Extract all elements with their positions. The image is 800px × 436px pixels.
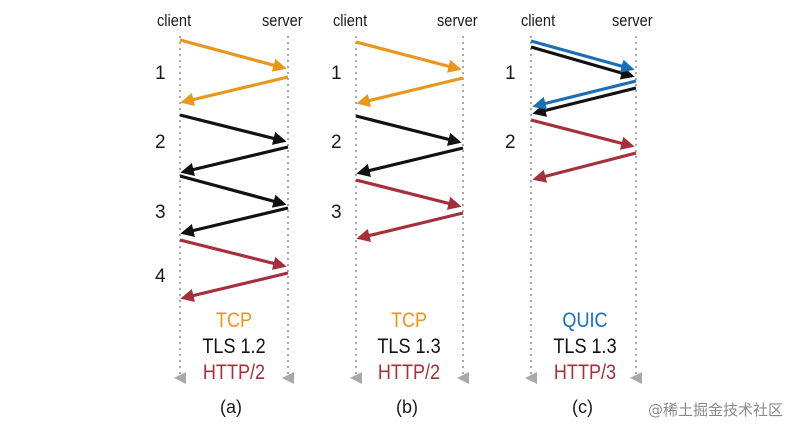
watermark: @稀土掘金技术社区 (648, 401, 784, 419)
tls-arrow (530, 45, 635, 80)
quic-arrow (532, 79, 637, 110)
client-label: client (521, 11, 556, 30)
client-label: client (333, 11, 368, 30)
tls-arrow (180, 206, 289, 238)
tls-arrow (355, 114, 462, 146)
http-arrow (179, 238, 287, 270)
step-number: 1 (331, 63, 342, 84)
quic-arrow (530, 39, 635, 73)
tls-arrow (179, 113, 287, 145)
tls-arrow (532, 86, 637, 117)
tls-version-label: TLS 1.3 (377, 335, 441, 358)
http-arrow (532, 151, 637, 183)
transport-label: TCP (390, 309, 428, 332)
tls-arrow (179, 174, 287, 208)
step-number: 2 (331, 132, 342, 153)
panel-caption: (c) (572, 397, 593, 417)
step-number: 3 (155, 202, 166, 223)
tcp-arrow (179, 38, 287, 72)
server-label: server (612, 11, 653, 30)
step-number: 4 (155, 266, 166, 287)
tls-version-label: TLS 1.2 (202, 335, 266, 358)
tcp-arrow (180, 75, 289, 107)
http-version-label: HTTP/2 (202, 361, 266, 384)
step-number: 1 (155, 63, 166, 84)
arrows-panel-a (179, 38, 289, 303)
http-version-label: HTTP/2 (377, 361, 441, 384)
step-number: 3 (331, 202, 342, 223)
tcp-arrow (356, 76, 464, 108)
tcp-arrow (355, 40, 462, 73)
server-label: server (437, 11, 478, 30)
arrows-panel-b (355, 40, 464, 243)
transport-label: QUIC (562, 309, 608, 332)
http-arrow (356, 211, 464, 243)
http-arrow (180, 271, 289, 303)
step-number: 2 (505, 132, 516, 153)
transport-label: TCP (215, 309, 253, 332)
arrows-panel-c (530, 39, 637, 183)
tls-version-label: TLS 1.3 (553, 335, 617, 358)
step-number: 1 (505, 63, 516, 84)
http-arrow (355, 178, 462, 210)
server-label: server (262, 11, 303, 30)
http-version-label: HTTP/3 (553, 361, 617, 384)
client-label: client (157, 11, 192, 30)
step-number: 2 (155, 132, 166, 153)
tls-arrow (180, 145, 289, 177)
panel-caption: (b) (396, 397, 418, 417)
panel-caption: (a) (220, 397, 242, 417)
http-arrow (530, 118, 635, 150)
tls-arrow (356, 146, 464, 178)
